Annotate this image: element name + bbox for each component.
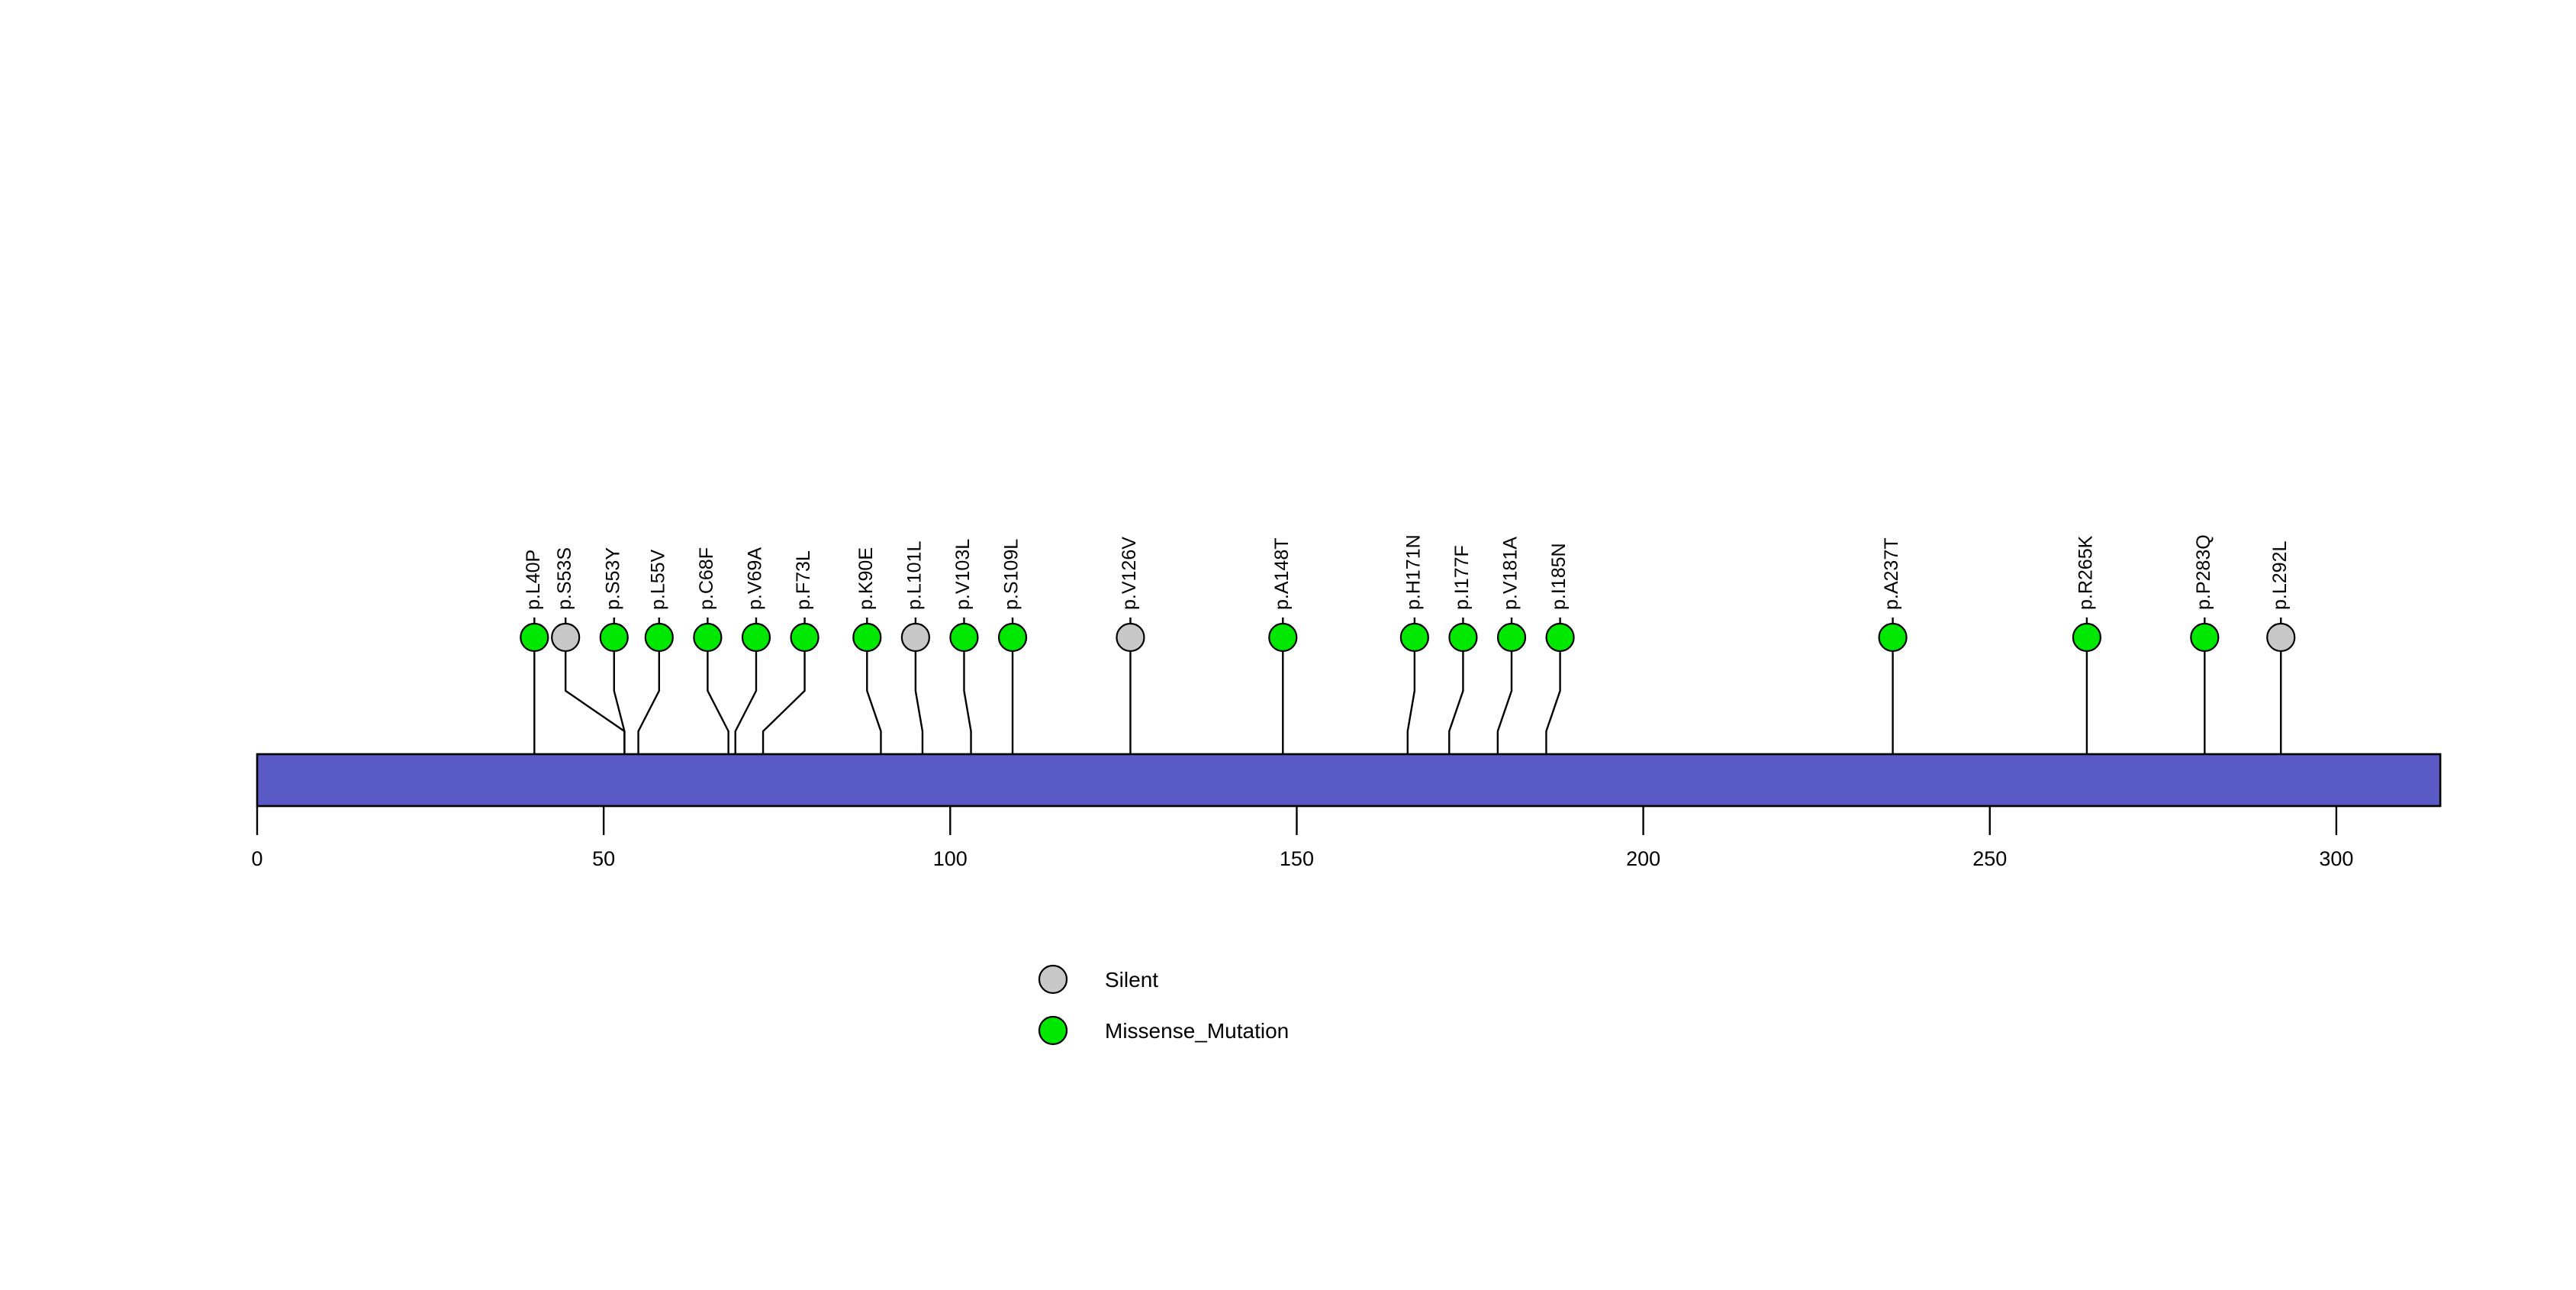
mutation-label: p.S109L — [1001, 539, 1022, 610]
mutation-dot[interactable] — [2072, 622, 2102, 653]
axis-tick-label: 200 — [1626, 847, 1660, 870]
mutation-label: p.V181A — [1500, 537, 1521, 610]
mutation-label: p.I177F — [1451, 545, 1473, 610]
legend-label: Missense_Mutation — [1105, 1019, 1289, 1043]
mutation-label: p.S53Y — [602, 547, 623, 610]
mutation-label: p.V69A — [745, 547, 766, 610]
mutation-label: p.L101L — [903, 541, 925, 610]
mutation-label: p.V126V — [1119, 537, 1140, 610]
mutation-labels-layer: p.L40P p.S53S p.S53Y p.L55V p.C68F p.V69A p.F7… — [523, 534, 2291, 610]
protein-domain-bar-layer — [256, 753, 2442, 808]
mutation-label: p.V103L — [952, 539, 974, 610]
mutation-label: p.P283Q — [2193, 534, 2214, 610]
axis-tick-label: 150 — [1280, 847, 1314, 870]
mutation-dot[interactable] — [741, 622, 771, 653]
mutation-dot[interactable] — [900, 622, 930, 653]
mutation-dot[interactable] — [790, 622, 819, 653]
mutation-label: p.F73L — [793, 550, 814, 610]
position-axis-layer: 0 50 100 150 200 250 300 — [251, 806, 2353, 870]
mutation-dot[interactable] — [997, 622, 1028, 653]
axis-tick-label: 250 — [1972, 847, 2007, 870]
mutation-label: p.K90E — [855, 547, 877, 610]
mutation-dot[interactable] — [1878, 622, 1908, 653]
legend-label: Silent — [1105, 968, 1158, 992]
axis-tick-label: 50 — [592, 847, 615, 870]
mutation-label: p.L40P — [523, 550, 544, 610]
mutation-dot[interactable] — [1448, 622, 1478, 653]
mutation-dot[interactable] — [2266, 622, 2296, 653]
mutation-label: p.I185N — [1548, 543, 1570, 610]
mutation-dot[interactable] — [949, 622, 979, 653]
mutation-dot[interactable] — [1545, 622, 1575, 653]
protein-domain-bar — [256, 753, 2442, 808]
mutation-dot[interactable] — [1116, 622, 1145, 653]
mutation-dot[interactable] — [520, 622, 549, 653]
axis-tick-label: 300 — [2319, 847, 2353, 870]
mutation-label: p.C68F — [696, 547, 717, 610]
legend-swatch-silent — [1038, 964, 1068, 995]
mutation-dots-layer — [520, 622, 2296, 653]
axis-tick-label: 100 — [933, 847, 968, 870]
mutation-dot[interactable] — [852, 622, 882, 653]
mutation-label: p.H171N — [1402, 534, 1424, 610]
mutation-label: p.A148T — [1271, 537, 1293, 610]
mutation-dot[interactable] — [1399, 622, 1429, 653]
legend-swatch-missense_mutation — [1038, 1015, 1068, 1046]
mutation-dot[interactable] — [1268, 622, 1298, 653]
mutation-label: p.L292L — [2269, 541, 2291, 610]
mutation-label: p.R265K — [2075, 535, 2097, 610]
mutation-dot[interactable] — [2190, 622, 2220, 653]
axis-tick-label: 0 — [251, 847, 262, 870]
mutation-label: p.A237T — [1881, 537, 1902, 610]
mutation-label: p.L55V — [647, 549, 668, 610]
mutation-dot[interactable] — [551, 622, 581, 653]
mutation-dot[interactable] — [644, 622, 674, 653]
mutation-label: p.S53S — [554, 547, 575, 610]
mutation-dot[interactable] — [693, 622, 723, 653]
mutation-dot[interactable] — [1496, 622, 1527, 653]
mutation-dot[interactable] — [599, 622, 629, 653]
